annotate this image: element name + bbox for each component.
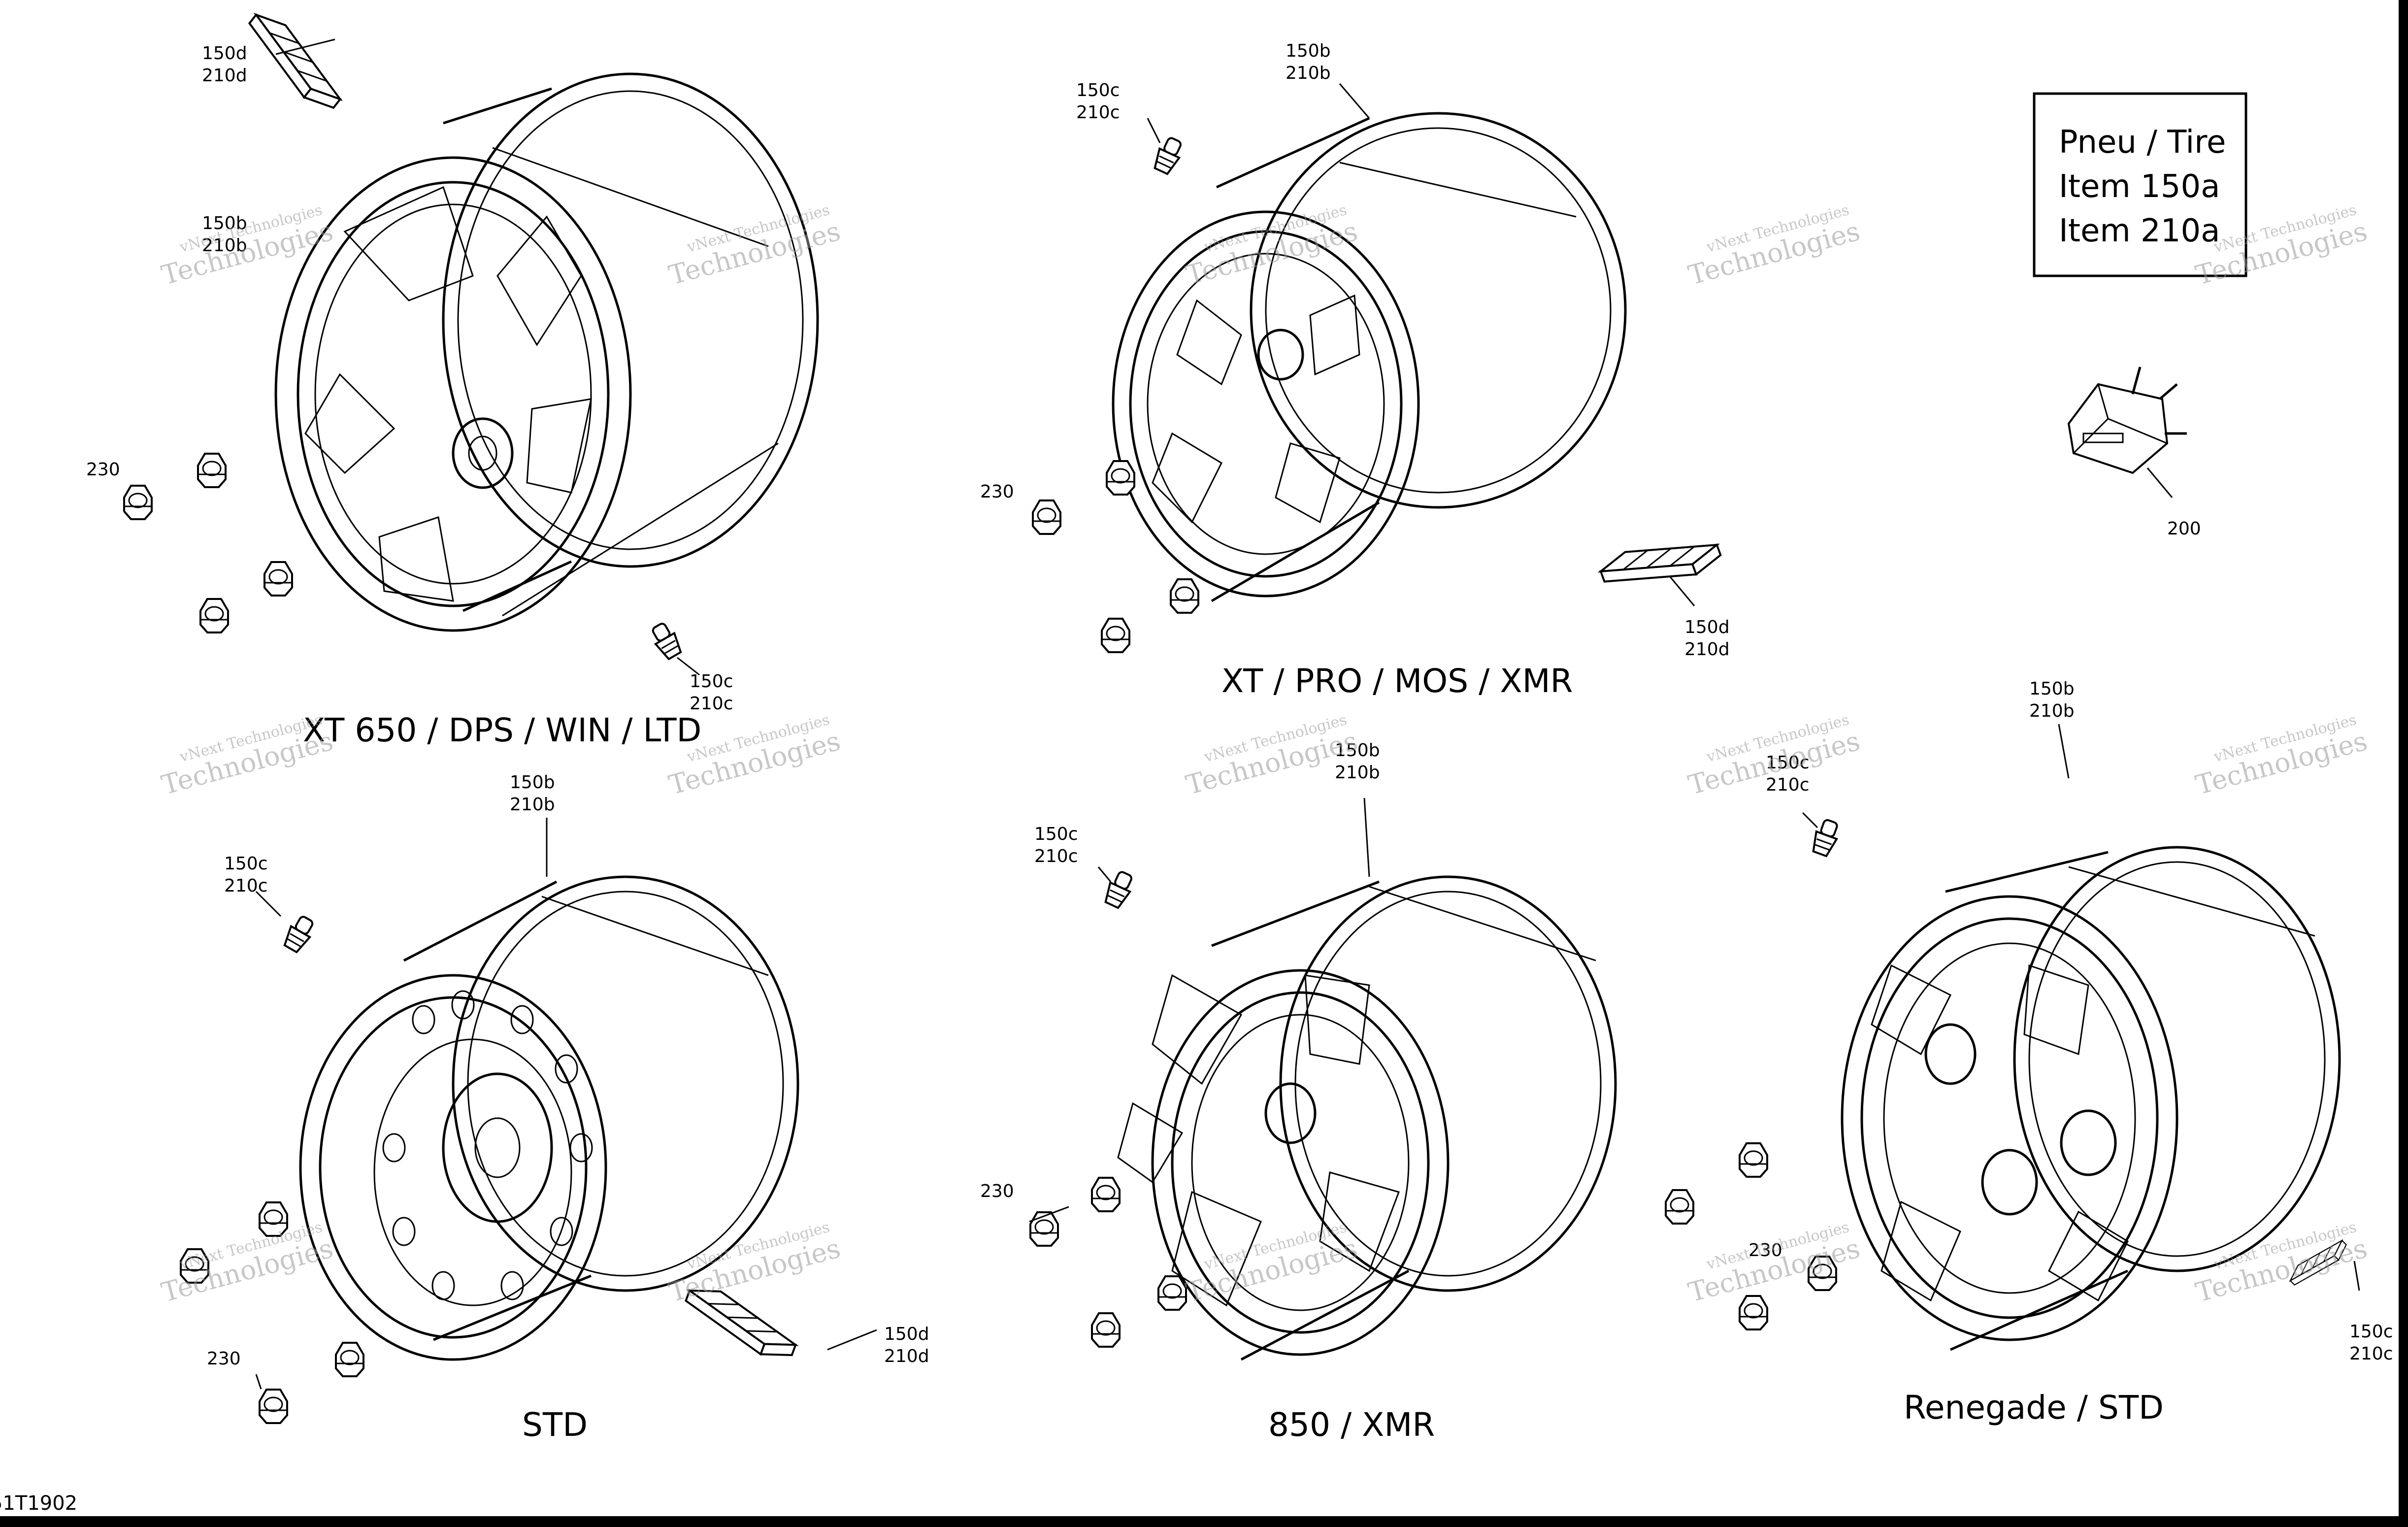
drawing-code: 51T1902 — [0, 1492, 77, 1515]
callout-label: 200 — [2167, 519, 2201, 539]
callout-label: 150c — [1076, 80, 1120, 100]
callout-label: 210d — [884, 1346, 929, 1366]
callout-label: 210c — [224, 876, 268, 896]
callout-label: 230 — [86, 460, 120, 480]
callout-label: 150d — [1684, 617, 1730, 637]
watermark: vNext Technologies Technologies — [1183, 711, 1361, 801]
callout-label: 210d — [202, 66, 247, 86]
callout-label: 210b — [510, 795, 555, 815]
wheel-xt-pro — [1112, 112, 1627, 602]
title-xt650: XT 650 / DPS / WIN / LTD — [303, 711, 701, 749]
watermark: vNext Technologies Technologies — [665, 201, 844, 291]
callout-label: 150b — [2029, 679, 2075, 699]
callouts-renegade: 150b 210b 150c 210c 230 150c 210c — [1748, 679, 2393, 1364]
callouts-tpms: 200 — [2167, 519, 2201, 539]
callout-label: 150b — [202, 213, 247, 233]
850-xmr-hardware — [1029, 797, 1370, 1348]
callout-label: 150c — [1034, 824, 1078, 844]
title-xt-pro: XT / PRO / MOS / XMR — [1221, 662, 1573, 700]
callout-label: 210b — [1335, 763, 1380, 783]
watermark: vNext Technologies Technologies — [1183, 201, 1361, 291]
watermark: vNext Technologies Technologies — [1183, 1219, 1361, 1308]
legend-line-1: Pneu / Tire — [2059, 124, 2226, 161]
watermark: vNext Technologies Technologies — [1685, 201, 1863, 291]
callout-label: 210c — [690, 694, 733, 714]
title-renegade: Renegade / STD — [1904, 1389, 2164, 1427]
title-std: STD — [522, 1406, 588, 1444]
watermark: vNext Technologies Technologies — [158, 1219, 336, 1308]
tire-legend: Pneu / Tire Item 150a Item 210a — [2033, 92, 2247, 277]
watermark: vNext Technologies Technologies — [665, 1219, 844, 1308]
callout-label: 150c — [1766, 753, 1810, 773]
watermark: vNext Technologies Technologies — [2192, 1219, 2371, 1308]
right-border — [2399, 0, 2408, 1527]
callouts-std: 150b 210b 150c 210c 230 150d 210d — [207, 772, 929, 1369]
callout-label: 150d — [202, 43, 247, 64]
watermark: vNext Technologies Technologies — [1685, 1219, 1863, 1308]
callout-label: 150b — [1286, 41, 1331, 61]
callout-label: 230 — [1748, 1240, 1782, 1261]
callout-label: 230 — [980, 1181, 1014, 1201]
bottom-border — [0, 1516, 2408, 1527]
callout-label: 210b — [202, 235, 247, 256]
wheel-renegade — [1841, 846, 2341, 1351]
title-850-xmr: 850 / XMR — [1268, 1406, 1435, 1444]
legend-line-3: Item 210a — [2059, 213, 2220, 249]
callout-label: 150b — [1335, 740, 1380, 761]
callout-label: 210c — [2349, 1344, 2393, 1364]
renegade-hardware — [1665, 724, 2360, 1330]
callouts-xt-pro: 150c 210c 150b 210b 230 150d 210d — [980, 41, 1730, 660]
callout-label: 150c — [2349, 1322, 2393, 1342]
callout-label: 150c — [224, 854, 268, 874]
callouts-850-xmr: 150b 210b 150c 210c 230 — [980, 740, 1380, 1201]
xt650-hardware — [123, 6, 700, 676]
callout-label: 210b — [2029, 701, 2075, 721]
callout-label: 210d — [1684, 639, 1730, 660]
watermark: vNext Technologies Technologies — [158, 711, 336, 801]
callout-label: 150c — [690, 671, 733, 692]
callout-label: 210c — [1076, 102, 1120, 123]
xt-pro-hardware — [1032, 83, 1725, 653]
callout-label: 150d — [884, 1324, 929, 1344]
callout-label: 210c — [1766, 775, 1810, 795]
callout-label: 210b — [1286, 63, 1331, 83]
wheel-xt650 — [274, 72, 819, 632]
callout-label: 230 — [207, 1349, 241, 1369]
legend-line-2: Item 150a — [2059, 168, 2220, 205]
callouts-xt650: 150d 210d 150b 210b 230 150c 210c — [86, 43, 733, 714]
wheel-std — [299, 875, 799, 1361]
callout-label: 230 — [980, 482, 1014, 502]
callout-label: 210c — [1034, 846, 1078, 866]
std-hardware — [180, 818, 877, 1424]
callout-label: 150b — [510, 772, 555, 793]
wheel-850-xmr — [1117, 875, 1617, 1361]
tpms-sensor — [2067, 366, 2187, 498]
watermark: vNext Technologies Technologies — [2192, 711, 2371, 801]
